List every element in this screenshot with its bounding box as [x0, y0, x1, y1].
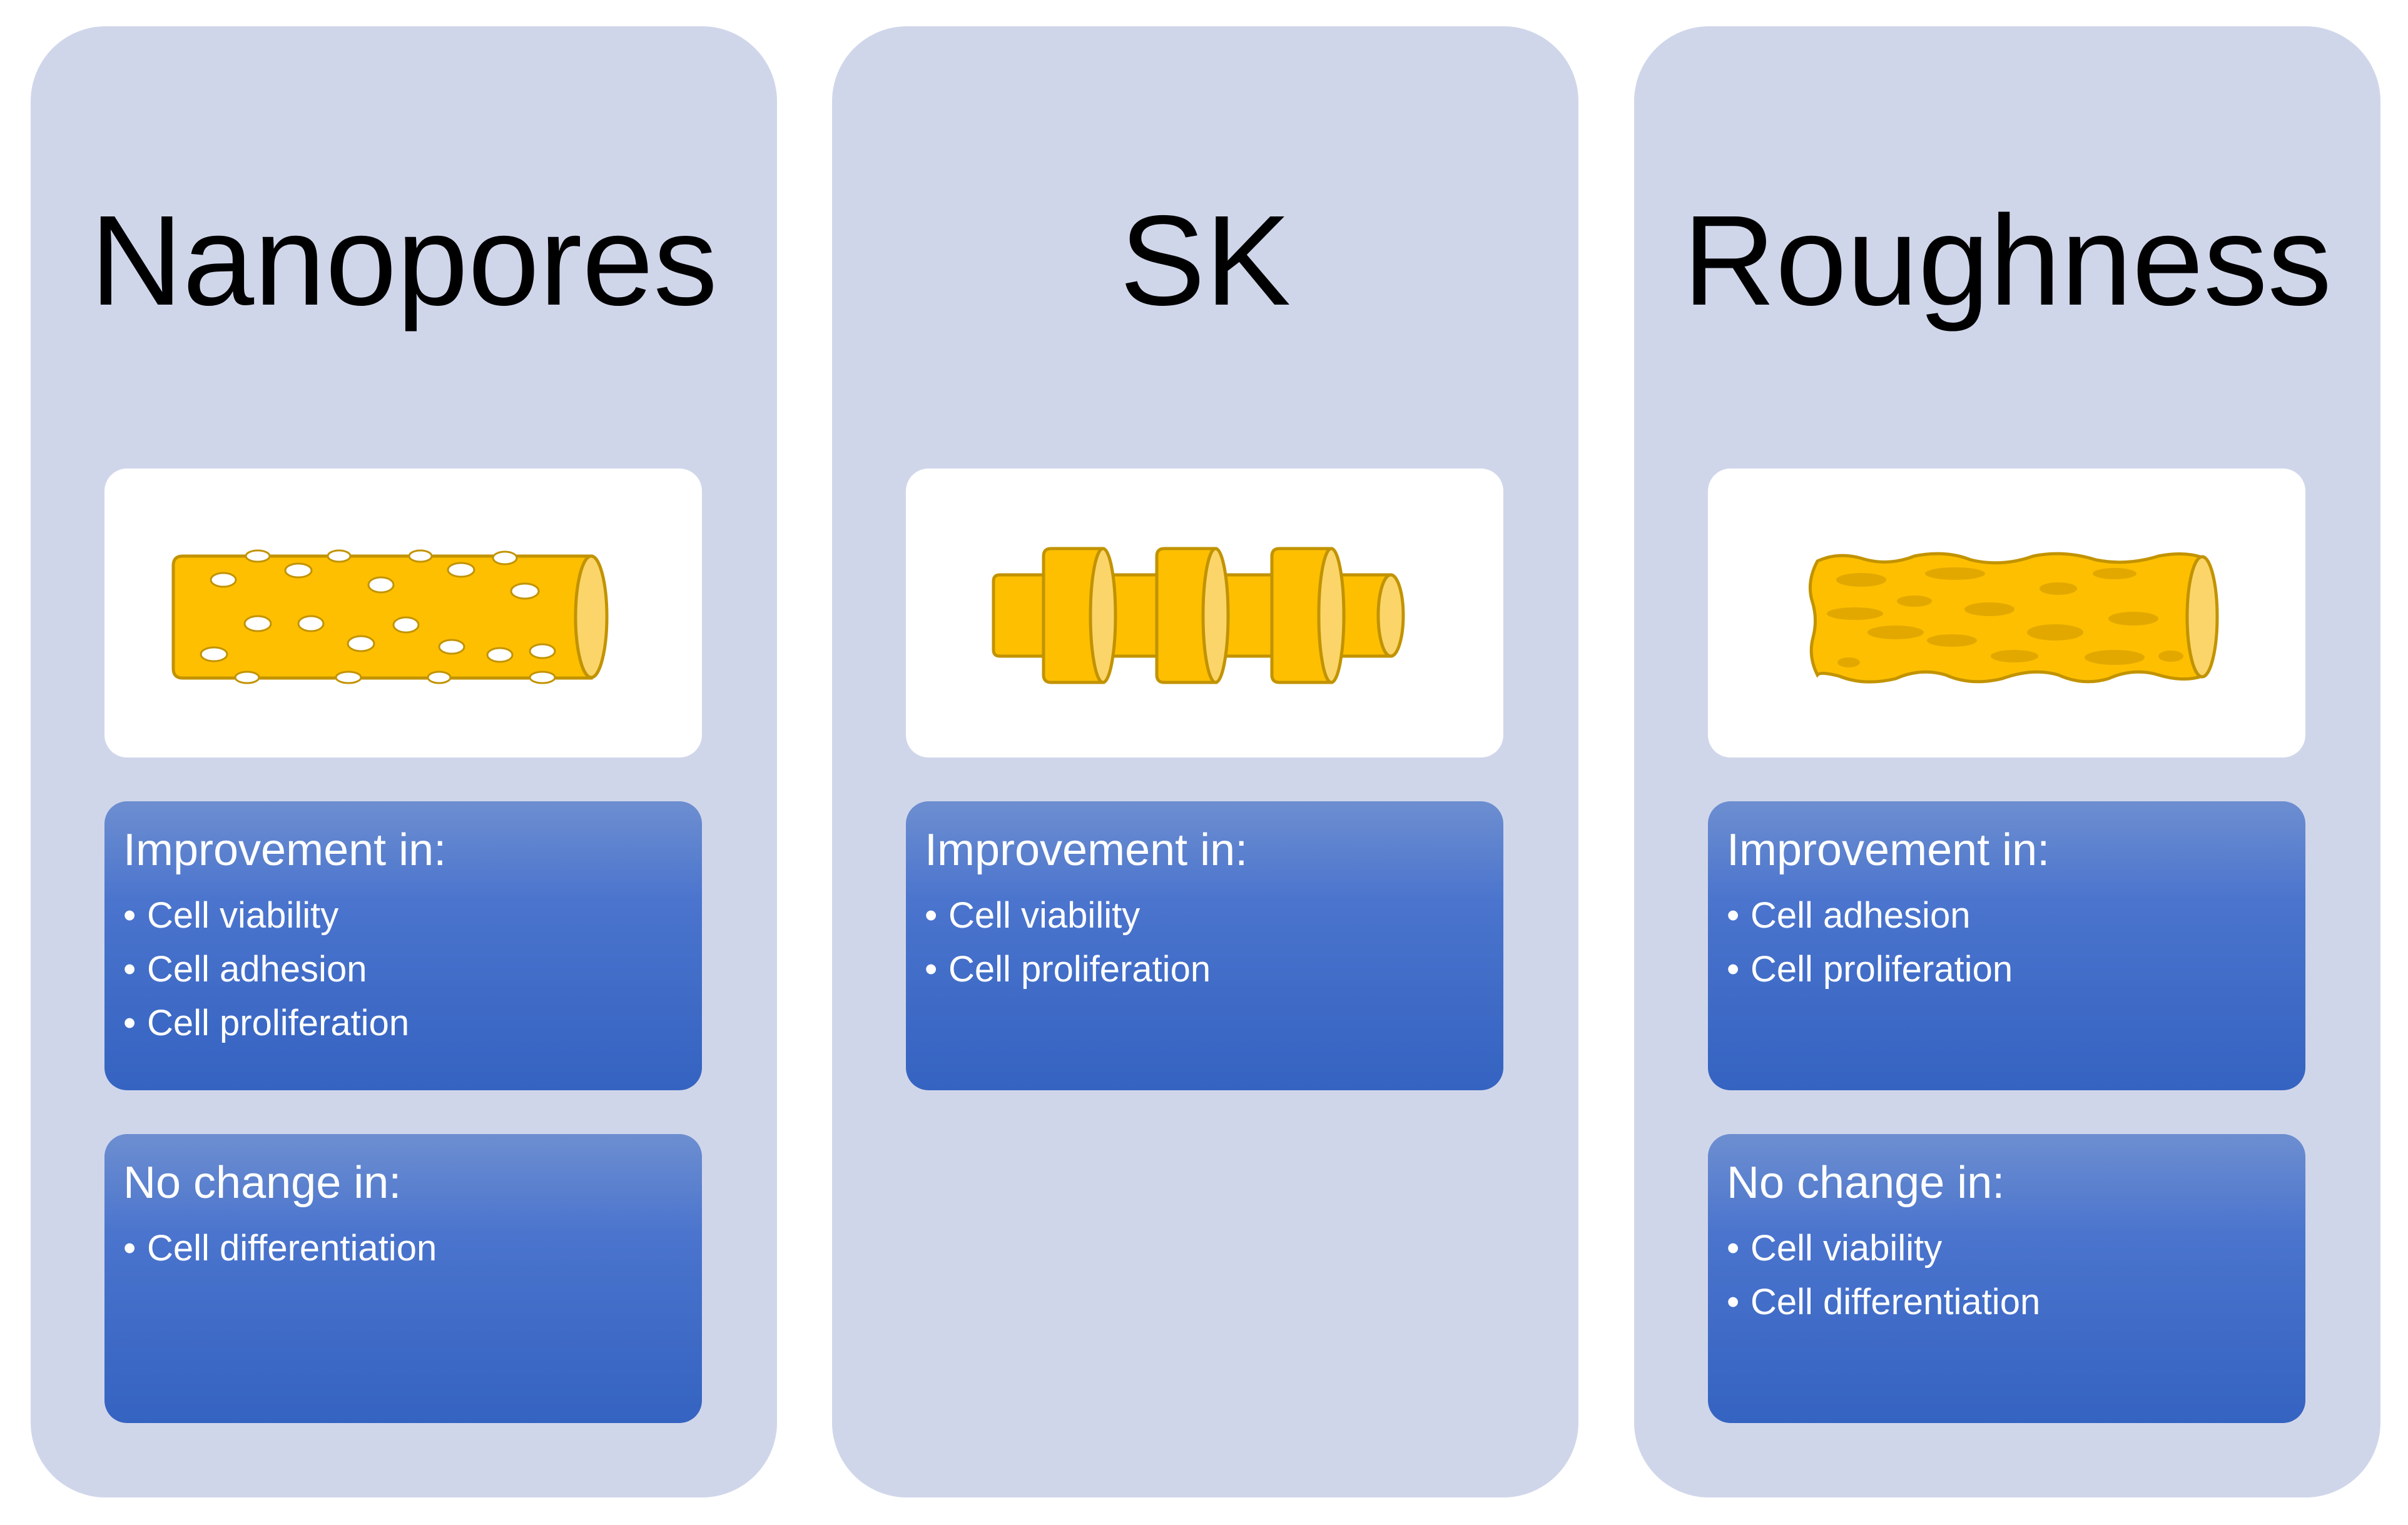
list-item: •Cell viability — [925, 889, 1503, 943]
panel-title: SK — [1119, 189, 1291, 332]
list-item: •Cell differentiation — [1727, 1275, 2305, 1329]
nanoporous-cylinder-icon — [171, 549, 609, 684]
illustration-card — [104, 469, 702, 757]
list-item: •Cell viability — [1727, 1222, 2305, 1275]
list-item: •Cell proliferation — [1727, 943, 2305, 996]
no-change-list: •Cell viability •Cell differentiation — [1727, 1222, 2305, 1329]
bullet-icon: • — [123, 1228, 136, 1269]
bullet-icon: • — [123, 949, 136, 990]
list-item: •Cell proliferation — [925, 943, 1503, 996]
no-change-heading: No change in: — [1727, 1158, 2005, 1208]
improvement-card: Improvement in: •Cell adhesion •Cell pro… — [1708, 801, 2305, 1090]
rough-cylinder-icon — [1808, 552, 2219, 684]
illustration-card — [1708, 469, 2305, 757]
no-change-card: No change in: •Cell viability •Cell diff… — [1708, 1134, 2305, 1423]
panel-nanopores: Nanopores — [31, 26, 777, 1497]
panel-title: Roughness — [1682, 189, 2332, 332]
improvement-heading: Improvement in: — [123, 825, 447, 875]
list-item: •Cell viability — [123, 889, 702, 943]
bullet-icon: • — [925, 895, 938, 936]
improvement-list: •Cell viability •Cell proliferation — [925, 889, 1503, 996]
improvement-heading: Improvement in: — [1727, 825, 2050, 875]
bullet-icon: • — [1727, 895, 1740, 936]
improvement-card: Improvement in: •Cell viability •Cell ad… — [104, 801, 702, 1090]
ridged-cylinder-icon — [992, 547, 1405, 684]
bullet-icon: • — [123, 1003, 136, 1043]
improvement-list: •Cell adhesion •Cell proliferation — [1727, 889, 2305, 996]
list-item: •Cell proliferation — [123, 996, 702, 1050]
list-item: •Cell adhesion — [123, 943, 702, 996]
list-item: •Cell differentiation — [123, 1222, 702, 1275]
list-item: •Cell adhesion — [1727, 889, 2305, 943]
no-change-heading: No change in: — [123, 1158, 402, 1208]
improvement-card: Improvement in: •Cell viability •Cell pr… — [906, 801, 1503, 1090]
bullet-icon: • — [1727, 1228, 1740, 1269]
illustration-card — [906, 469, 1503, 757]
panel-sk: SK Improvement in: •Cell viability — [832, 26, 1578, 1497]
no-change-list: •Cell differentiation — [123, 1222, 702, 1275]
improvement-heading: Improvement in: — [925, 825, 1248, 875]
bullet-icon: • — [1727, 1282, 1740, 1322]
no-change-card: No change in: •Cell differentiation — [104, 1134, 702, 1423]
bullet-icon: • — [925, 949, 938, 990]
panel-roughness: Roughness Impr — [1634, 26, 2380, 1497]
bullet-icon: • — [123, 895, 136, 936]
panel-title: Nanopores — [90, 189, 718, 332]
bullet-icon: • — [1727, 949, 1740, 990]
improvement-list: •Cell viability •Cell adhesion •Cell pro… — [123, 889, 702, 1050]
